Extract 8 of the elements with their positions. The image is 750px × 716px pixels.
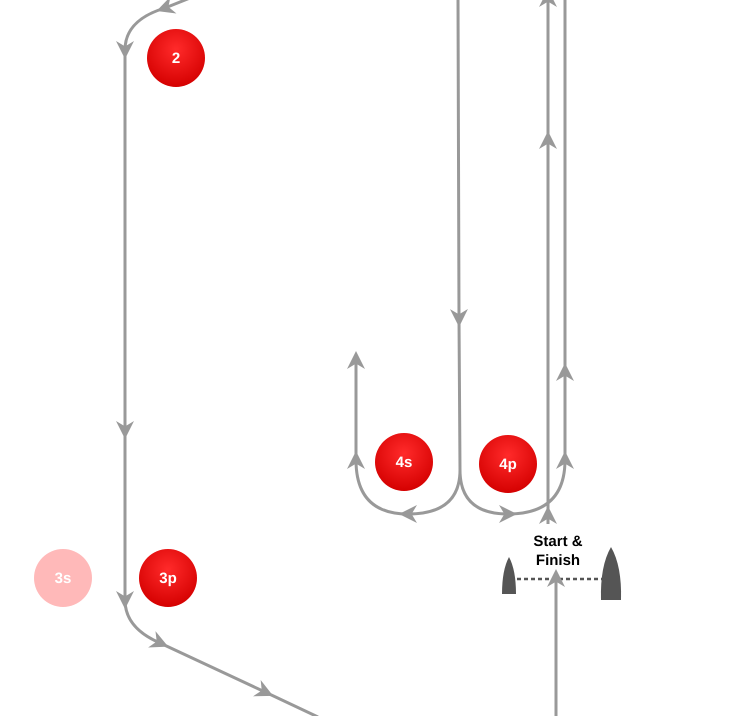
start-finish-label: Start & Finish — [533, 533, 583, 569]
mark-number: 2 — [172, 50, 180, 66]
mark-number: 4s — [396, 454, 412, 470]
mark-number: 4p — [499, 456, 517, 472]
course-arrow — [547, 569, 565, 716]
mark-number: 3p — [159, 570, 177, 586]
mark-number: 3s — [54, 570, 72, 586]
course-arrow — [539, 0, 557, 524]
